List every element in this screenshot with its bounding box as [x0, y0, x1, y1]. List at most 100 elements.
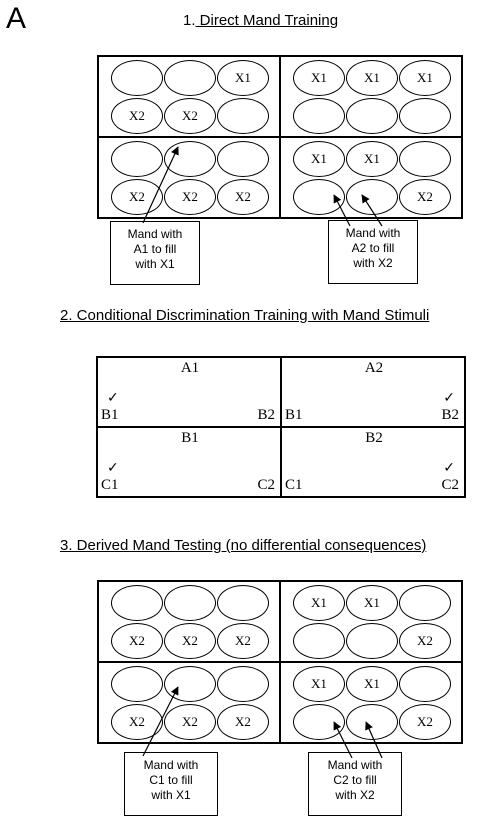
bin-oval	[346, 704, 398, 740]
bin-oval: X2	[164, 98, 216, 134]
bin-oval	[399, 666, 451, 702]
note-line: Mand with	[345, 226, 401, 240]
mand-c2-note: Mand with C2 to fill with X2	[308, 752, 402, 816]
bin-oval: X1	[293, 60, 345, 96]
cd-left-comparison: C1	[101, 477, 119, 493]
section-1-title: 1. Direct Mand Training	[183, 12, 338, 29]
bin-oval: X2	[217, 179, 269, 215]
bin-oval	[346, 98, 398, 134]
bin-oval	[346, 623, 398, 659]
bin-oval	[164, 666, 216, 702]
note-line: Mand with	[143, 758, 199, 772]
note-line: Mand with	[127, 227, 183, 241]
bin-oval: X2	[164, 704, 216, 740]
mand-c1-note: Mand with C1 to fill with X1	[124, 752, 218, 816]
bin-oval	[111, 141, 163, 177]
bin-oval	[399, 98, 451, 134]
bin-oval	[293, 179, 345, 215]
bin-oval	[293, 98, 345, 134]
note-line: C2 to fill	[333, 773, 377, 787]
bin-oval	[399, 585, 451, 621]
bin-oval: X2	[111, 704, 163, 740]
checkmark-icon: ✓	[107, 390, 119, 406]
bin-oval: X1	[293, 141, 345, 177]
cd-right-comparison: C2	[441, 477, 459, 493]
bin-oval: X2	[217, 704, 269, 740]
bin-oval: X2	[399, 179, 451, 215]
mand-a2-note: Mand with A2 to fill with X2	[328, 220, 418, 284]
section-2-title: 2. Conditional Discrimination Training w…	[60, 307, 430, 324]
note-line: with X2	[335, 788, 375, 802]
checkmark-icon: ✓	[107, 460, 119, 476]
bin-oval: X1	[293, 585, 345, 621]
bin-oval: X1	[346, 585, 398, 621]
note-line: with X1	[135, 257, 175, 271]
bin-oval	[399, 141, 451, 177]
bin-oval	[293, 623, 345, 659]
panel-letter: A	[6, 2, 27, 35]
mand-a1-note: Mand with A1 to fill with X1	[110, 221, 200, 285]
cd-sample-stimulus: A2	[364, 360, 384, 376]
cd-left-comparison: B1	[101, 407, 119, 423]
cd-right-comparison: B2	[257, 407, 275, 423]
bin-oval: X1	[399, 60, 451, 96]
cd-sample-stimulus: A1	[180, 360, 200, 376]
cd-left-comparison: C1	[285, 477, 303, 493]
section-1-number: 1.	[183, 12, 196, 29]
bin-oval: X1	[293, 666, 345, 702]
cd-right-comparison: C2	[257, 477, 275, 493]
bin-oval	[293, 704, 345, 740]
bin-oval: X2	[164, 179, 216, 215]
bin-oval: X1	[346, 60, 398, 96]
note-line: with X2	[353, 256, 393, 270]
bin-oval: X1	[217, 60, 269, 96]
note-line: Mand with	[327, 758, 383, 772]
note-line: A1 to fill	[133, 242, 177, 256]
cd-left-comparison: B1	[285, 407, 303, 423]
bin-oval	[164, 585, 216, 621]
bin-oval	[111, 666, 163, 702]
note-line: C1 to fill	[149, 773, 193, 787]
bin-oval	[111, 585, 163, 621]
bin-oval: X2	[217, 623, 269, 659]
cd-sample-stimulus: B2	[365, 430, 383, 446]
section-3-title: 3. Derived Mand Testing (no differential…	[60, 537, 427, 554]
checkmark-icon: ✓	[443, 390, 455, 406]
bin-oval: X2	[111, 98, 163, 134]
checkmark-icon: ✓	[443, 460, 455, 476]
bin-oval	[346, 179, 398, 215]
bin-oval	[217, 141, 269, 177]
bin-oval	[111, 60, 163, 96]
bin-oval: X2	[111, 623, 163, 659]
bin-oval: X2	[164, 623, 216, 659]
bin-oval	[217, 585, 269, 621]
cd-sample-stimulus: B1	[181, 430, 199, 446]
bin-oval	[217, 666, 269, 702]
bin-oval	[217, 98, 269, 134]
bin-oval: X2	[399, 623, 451, 659]
note-line: A2 to fill	[351, 241, 395, 255]
note-line: with X1	[151, 788, 191, 802]
bin-oval	[164, 141, 216, 177]
bin-oval: X2	[399, 704, 451, 740]
cd-right-comparison: B2	[441, 407, 459, 423]
bin-oval: X1	[346, 141, 398, 177]
section-1-title-text: Direct Mand Training	[195, 12, 339, 29]
bin-oval	[164, 60, 216, 96]
bin-oval: X1	[346, 666, 398, 702]
